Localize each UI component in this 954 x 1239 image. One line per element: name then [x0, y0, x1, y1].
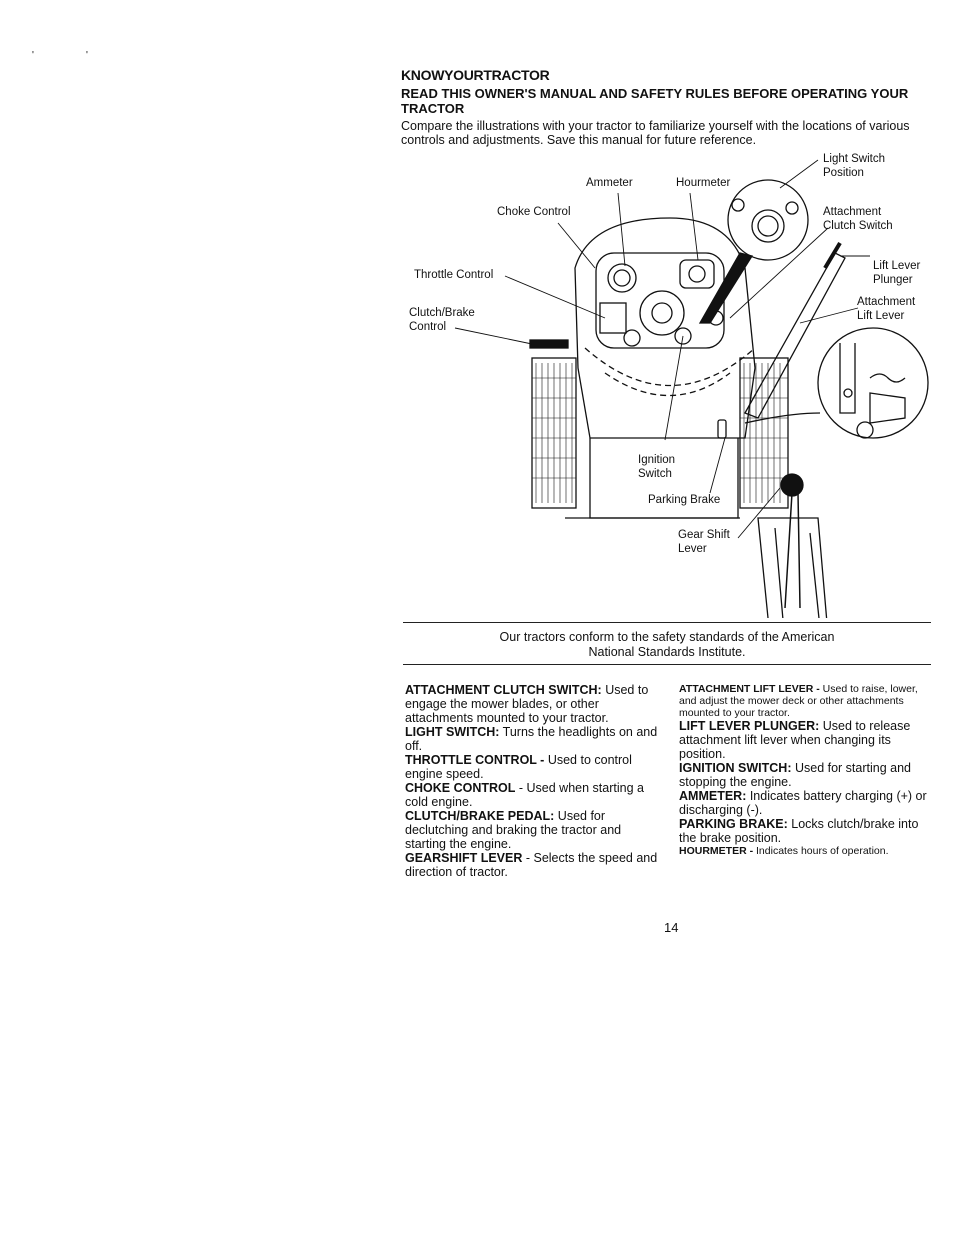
term: ATTACHMENT LIFT LEVER - — [679, 683, 820, 695]
term: AMMETER: — [679, 789, 747, 803]
label-light-switch-position: Position — [823, 167, 864, 179]
desc: Used for declutching and braking the tra… — [405, 809, 622, 851]
desc: Indicates battery charging (+) or discha… — [679, 789, 927, 817]
label-plunger: Plunger — [873, 274, 913, 286]
desc: Used to release attachment lift lever wh… — [679, 719, 911, 761]
definition: LIGHT SWITCH: Turns the headlights on an… — [405, 725, 663, 753]
term: LIGHT SWITCH: — [405, 725, 500, 739]
page-title: KNOWYOURTRACTOR — [401, 67, 550, 83]
label-ammeter: Ammeter — [586, 177, 633, 189]
term: IGNITION SWITCH: — [679, 761, 792, 775]
label-lever: Lever — [678, 543, 707, 555]
definition: HOURMETER - Indicates hours of operation… — [679, 845, 931, 857]
term: ATTACHMENT CLUTCH SWITCH: — [405, 683, 602, 697]
term: THROTTLE CONTROL - — [405, 753, 545, 767]
label-ignition: Ignition — [638, 454, 676, 466]
desc: Used to engage the mower blades, or othe… — [405, 683, 649, 725]
definition: LIFT LEVER PLUNGER: Used to release atta… — [679, 719, 931, 761]
desc: Turns the headlights on and off. — [405, 725, 658, 753]
definition: PARKING BRAKE: Locks clutch/brake into t… — [679, 817, 931, 845]
definition: ATTACHMENT LIFT LEVER - Used to raise, l… — [679, 683, 931, 719]
label-clutch-switch: Clutch Switch — [823, 220, 893, 232]
divider-top — [403, 622, 931, 623]
term: CLUTCH/BRAKE PEDAL: — [405, 809, 555, 823]
left-tire — [531, 357, 577, 509]
term: LIFT LEVER PLUNGER: — [679, 719, 820, 733]
page-subtitle: READ THIS OWNER'S MANUAL AND SAFETY RULE… — [401, 86, 909, 116]
desc: - Selects the speed and direction of tra… — [405, 851, 658, 879]
label-clutch-brake: Clutch/Brake — [409, 307, 475, 319]
left-column: ATTACHMENT CLUTCH SWITCH: Used to engage… — [405, 683, 663, 879]
definition: ATTACHMENT CLUTCH SWITCH: Used to engage… — [405, 683, 663, 725]
desc: Locks clutch/brake into the brake positi… — [679, 817, 919, 845]
term: HOURMETER - — [679, 845, 754, 857]
definition: THROTTLE CONTROL - Used to control engin… — [405, 753, 663, 781]
label-gear-shift: Gear Shift — [678, 529, 730, 541]
desc: Used for starting and stopping the engin… — [679, 761, 912, 789]
conformance-line-2: National Standards Institute. — [588, 645, 746, 659]
page-number: 14 — [664, 920, 679, 935]
scan-mark: ' — [32, 50, 34, 61]
definition: IGNITION SWITCH: Used for starting and s… — [679, 761, 931, 789]
definition: CLUTCH/BRAKE PEDAL: Used for declutching… — [405, 809, 663, 851]
label-lift-lever: Lift Lever — [873, 260, 921, 272]
label-choke-control: Choke Control — [497, 206, 571, 218]
label-control: Control — [409, 321, 447, 333]
conformance-line-1: Our tractors conform to the safety stand… — [499, 630, 835, 644]
desc: Used to control engine speed. — [405, 753, 632, 781]
label-light-switch: Light Switch — [823, 153, 886, 165]
scan-mark: ' — [86, 50, 88, 61]
definition: AMMETER: Indicates battery charging (+) … — [679, 789, 931, 817]
desc: - Used when starting a cold engine. — [405, 781, 644, 809]
label-hourmeter: Hourmeter — [676, 177, 731, 189]
conformance-note: Our tractors conform to the safety stand… — [403, 630, 931, 660]
term: PARKING BRAKE: — [679, 817, 788, 831]
definition: GEARSHIFT LEVER - Selects the speed and … — [405, 851, 663, 879]
label-attachment-lift: Attachment — [857, 296, 916, 308]
desc: Used to raise, lower, and adjust the mow… — [679, 683, 918, 719]
label-attachment: Attachment — [823, 206, 882, 218]
right-column: ATTACHMENT LIFT LEVER - Used to raise, l… — [679, 683, 931, 857]
divider-bottom — [403, 664, 931, 665]
term: GEARSHIFT LEVER — [405, 851, 523, 865]
label-switch: Switch — [638, 468, 672, 480]
label-lift-lever-2: Lift Lever — [857, 310, 905, 322]
definition: CHOKE CONTROL - Used when starting a col… — [405, 781, 663, 809]
intro-text: Compare the illustrations with your trac… — [401, 119, 910, 147]
label-parking-brake: Parking Brake — [648, 494, 721, 506]
term: CHOKE CONTROL — [405, 781, 516, 795]
label-throttle-control: Throttle Control — [414, 269, 494, 281]
tractor-controls-diagram — [454, 159, 929, 618]
desc: Indicates hours of operation. — [753, 845, 889, 857]
